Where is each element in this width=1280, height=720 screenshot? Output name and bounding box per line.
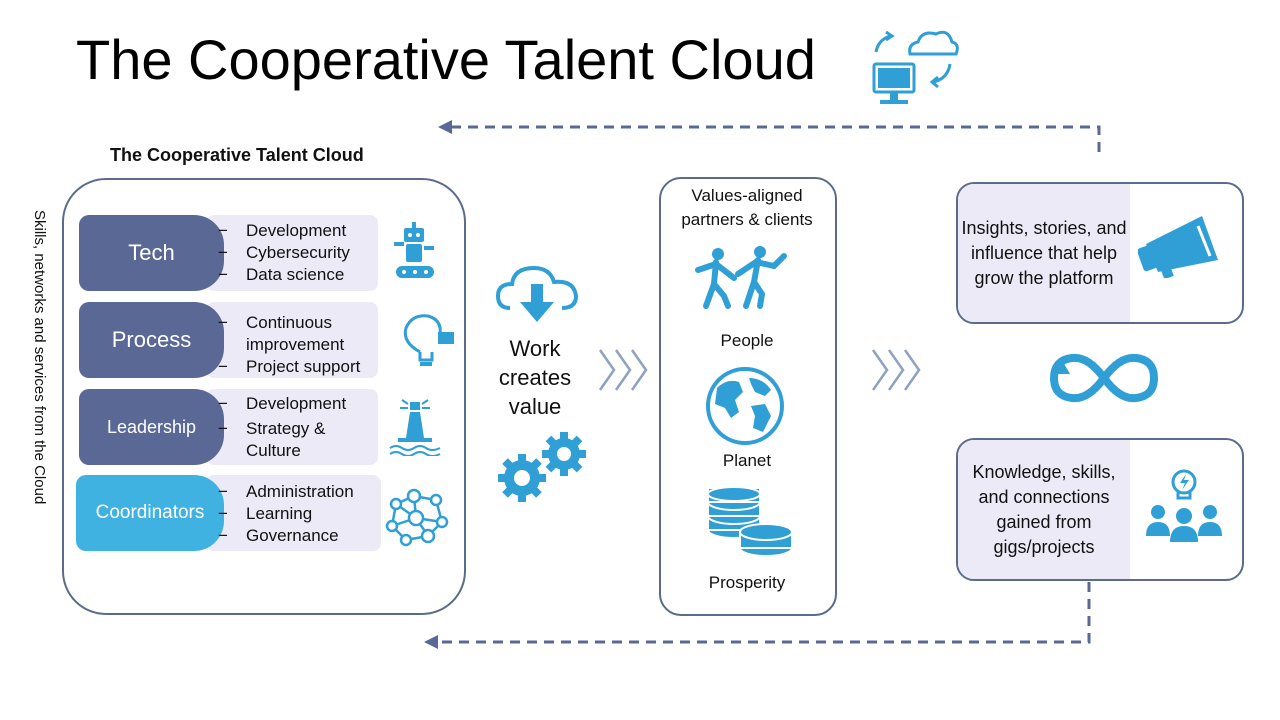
process-items: −Continuous improvement −Project support bbox=[218, 312, 383, 378]
network-icon bbox=[385, 488, 449, 547]
side-label: Skills, networks and services from the C… bbox=[31, 210, 48, 505]
list-item: Development bbox=[246, 221, 347, 240]
infinity-loop-icon bbox=[1050, 353, 1158, 403]
cloud-computer-icon bbox=[872, 30, 959, 104]
list-item: Continuous improvement bbox=[246, 313, 345, 354]
values-box-title: Values-aligned partners & clients bbox=[681, 186, 813, 229]
knowledge-box: Knowledge, skills, and connections gaine… bbox=[956, 438, 1244, 581]
page-title: The Cooperative Talent Cloud bbox=[76, 28, 816, 91]
globe-icon bbox=[706, 367, 784, 445]
top-dashed-arrow bbox=[450, 125, 1101, 152]
megaphone-icon bbox=[1138, 216, 1218, 278]
category-tech: Tech bbox=[79, 215, 224, 291]
chevrons-right-icon bbox=[598, 349, 648, 391]
process-items-panel bbox=[206, 302, 378, 378]
leadership-items-panel bbox=[206, 389, 378, 465]
lighthouse-icon bbox=[389, 399, 441, 456]
coordinators-items-panel bbox=[206, 475, 381, 551]
list-item: Project support bbox=[246, 357, 361, 376]
category-process: Process bbox=[79, 302, 224, 378]
chevrons-right-icon bbox=[871, 349, 921, 391]
insights-text: Insights, stories, and influence that he… bbox=[958, 184, 1130, 322]
knowledge-text: Knowledge, skills, and connections gaine… bbox=[958, 440, 1130, 579]
robot-icon bbox=[394, 222, 434, 278]
team-idea-icon bbox=[1146, 469, 1222, 542]
list-item: Data science bbox=[246, 265, 345, 284]
list-item: Governance bbox=[246, 526, 339, 545]
list-item: Cybersecurity bbox=[246, 243, 350, 262]
coordinators-items: −Administration −Learning −Governance bbox=[218, 482, 354, 545]
cloud-download-icon bbox=[496, 265, 578, 322]
list-item: Development bbox=[246, 394, 347, 413]
tech-items-panel bbox=[206, 215, 378, 291]
category-leadership: Leadership bbox=[79, 389, 224, 465]
values-box bbox=[659, 177, 837, 616]
leadership-items: −Development −Strategy & Culture bbox=[218, 393, 383, 462]
list-item: Administration bbox=[246, 482, 354, 501]
list-item: Learning bbox=[246, 504, 313, 523]
prosperity-label: Prosperity bbox=[708, 573, 786, 592]
people-dancing-icon bbox=[695, 246, 787, 309]
gears-icon bbox=[498, 432, 586, 502]
bottom-dashed-arrow bbox=[436, 582, 1091, 644]
lightbulb-icon bbox=[403, 314, 454, 366]
cloud-heading: The Cooperative Talent Cloud bbox=[110, 145, 364, 165]
people-label: People bbox=[720, 331, 774, 350]
work-creates-value: Work creates value bbox=[498, 336, 572, 419]
coins-icon bbox=[707, 486, 793, 557]
planet-label: Planet bbox=[722, 451, 772, 470]
list-item: Strategy & Culture bbox=[246, 419, 326, 460]
category-coordinators: Coordinators bbox=[76, 475, 224, 551]
tech-items: −Development −Cybersecurity −Data scienc… bbox=[218, 221, 350, 284]
